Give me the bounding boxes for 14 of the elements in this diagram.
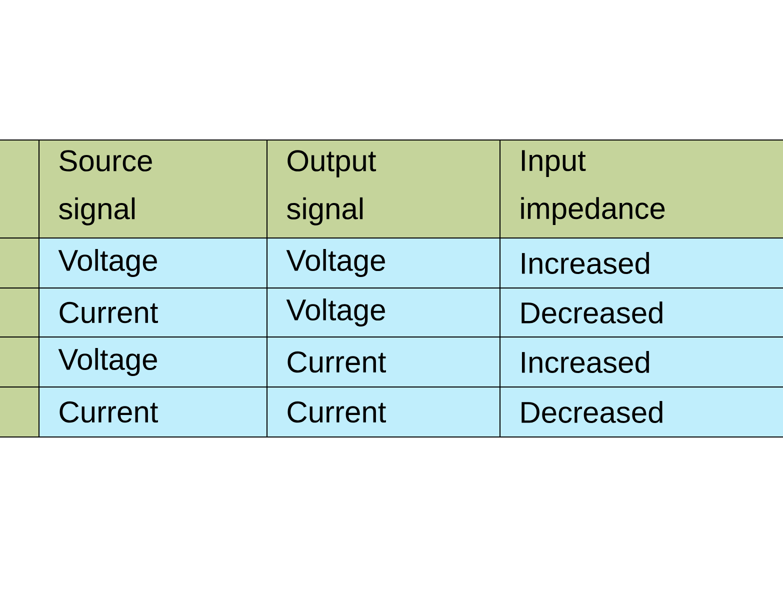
- table-cell: Voltage: [266, 287, 500, 338]
- table-cell: Current: [38, 287, 268, 338]
- table-cell: Current: [38, 386, 268, 438]
- header-cell: Input impedance: [500, 139, 783, 238]
- table-cell: Voltage: [266, 237, 500, 288]
- table-cell: Increased: [500, 237, 783, 288]
- table-cell: Voltage: [38, 336, 268, 388]
- table-cell: Current: [266, 386, 500, 438]
- table-cell: Increased: [500, 336, 783, 388]
- table-cell: Current: [266, 336, 500, 388]
- table-cell: Decreased: [500, 287, 783, 338]
- header-cell: Output signal: [266, 139, 500, 238]
- table-cell: Voltage: [38, 237, 268, 288]
- table-cell: Decreased: [500, 386, 783, 438]
